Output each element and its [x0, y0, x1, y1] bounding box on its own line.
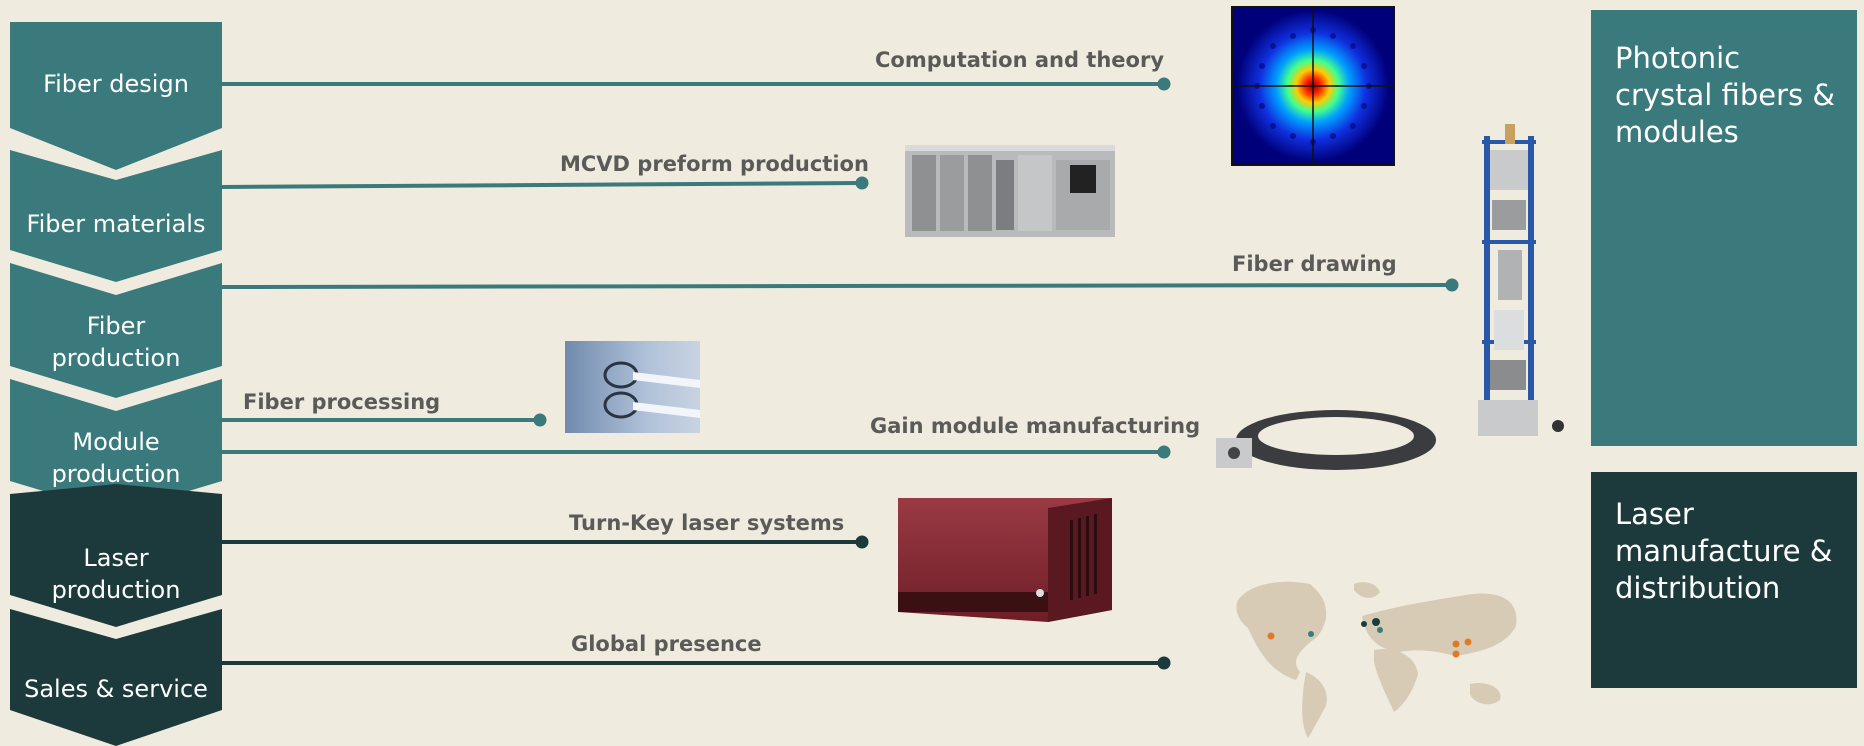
panel-photonic-label: Photonic crystal fibers & modules	[1615, 41, 1835, 149]
connectors	[221, 77, 1459, 670]
label-fiber-drawing: Fiber drawing	[1232, 252, 1397, 276]
connector-dot-processing	[533, 413, 547, 427]
office-markers	[1267, 618, 1472, 658]
stage-chevron-fiber-production	[10, 263, 222, 398]
stage-label-laser-production: Laser production	[51, 544, 181, 604]
connector-dot-mcvd	[855, 176, 869, 190]
connector-dot-turnkey	[855, 535, 869, 549]
panel-laser-label: Laser manufacture & distribution	[1615, 497, 1833, 605]
fiber-endcap-image	[565, 341, 700, 433]
connector-dot-computation	[1157, 77, 1171, 91]
connector-dot-global	[1157, 656, 1171, 670]
stage-chevrons	[10, 22, 222, 746]
mcvd-machine-image	[905, 145, 1115, 237]
stage-chevron-fiber-design	[10, 22, 222, 170]
connector-dot-gain-module	[1157, 445, 1171, 459]
gain-module-image	[1216, 410, 1436, 470]
simulation-heatmap-image	[1231, 6, 1395, 166]
stage-label-fiber-production: Fiber production	[51, 312, 181, 372]
stage-label-module-production: Module production	[51, 428, 181, 488]
panel-laser-manufacture: Laser manufacture & distribution	[1591, 472, 1857, 688]
stage-chevron-laser-production	[10, 484, 222, 627]
connector-dot-drawing	[1445, 278, 1459, 292]
label-computation-and-theory: Computation and theory	[875, 48, 1165, 72]
connector-line-mcvd	[221, 181, 863, 189]
stage-label-fiber-materials: Fiber materials	[26, 210, 206, 238]
label-mcvd-preform-production: MCVD preform production	[560, 152, 869, 176]
panel-photonic-crystal-fibers: Photonic crystal fibers & modules	[1591, 10, 1857, 446]
label-gain-module-manufacturing: Gain module manufacturing	[870, 414, 1201, 438]
label-fiber-processing: Fiber processing	[243, 390, 441, 414]
stage-chevron-module-production	[10, 379, 222, 513]
stage-label-sales-service: Sales & service	[24, 675, 208, 703]
draw-tower-image	[1478, 124, 1564, 436]
stage-label-fiber-design: Fiber design	[43, 70, 189, 98]
stage-chevron-fiber-materials	[10, 150, 222, 282]
world-map-image	[1236, 581, 1517, 738]
label-global-presence: Global presence	[571, 632, 762, 656]
connector-line-drawing	[221, 283, 1453, 289]
stage-chevron-sales-service	[10, 609, 222, 746]
label-turnkey-laser-systems: Turn-Key laser systems	[569, 511, 845, 535]
laser-system-image	[898, 498, 1112, 622]
